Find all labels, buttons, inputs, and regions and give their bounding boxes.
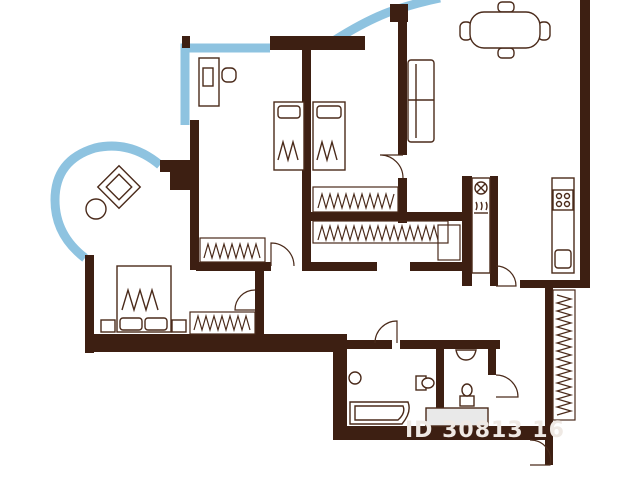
wardrobe-hall — [312, 220, 449, 244]
bathtub-icon — [349, 401, 410, 425]
door-bath — [374, 320, 398, 344]
door-round-room — [234, 289, 256, 311]
wall-bath-div2 — [488, 340, 496, 375]
wardrobes — [189, 186, 576, 421]
desk-icon — [198, 57, 220, 107]
nightstand — [171, 319, 187, 333]
wall-interior-h2 — [410, 262, 465, 271]
door-living — [379, 154, 404, 179]
door-left-bedroom — [270, 242, 295, 267]
wardrobe-round-room — [189, 311, 256, 335]
wall-bath-div — [436, 340, 444, 430]
nightstand — [100, 319, 116, 333]
bed-icon — [312, 101, 346, 171]
wall-interior-v1 — [302, 45, 311, 270]
wardrobe-left-bedroom — [199, 237, 266, 263]
wardrobe-hall-side — [437, 224, 461, 261]
bed-icon — [273, 101, 305, 171]
stove-icon — [552, 189, 574, 211]
armchair-icon — [96, 164, 142, 210]
wall-interior-v2 — [398, 20, 407, 155]
chair-icon — [497, 1, 515, 13]
dining-table-icon — [459, 1, 551, 59]
toilet-icon — [415, 375, 435, 391]
sink-icon — [455, 349, 477, 361]
fan-icon — [474, 181, 488, 195]
side-table — [85, 198, 107, 220]
wall-bath-top2 — [400, 340, 500, 349]
window-round-room — [50, 141, 163, 262]
furniture — [85, 1, 575, 427]
wardrobe-middle — [312, 186, 399, 213]
sink-icon — [348, 371, 362, 385]
wall-bottom-left — [85, 334, 347, 352]
chair-icon — [221, 67, 237, 83]
heater-icon — [474, 201, 488, 214]
wall-diag-join2 — [170, 170, 196, 190]
wall-right-step — [520, 280, 590, 288]
wall-diag-join — [160, 160, 196, 172]
wall-top-pillar — [390, 4, 408, 22]
wall-bath-top — [347, 340, 392, 349]
wardrobe-right — [552, 289, 576, 421]
wall-top-segment — [270, 36, 365, 50]
toilet-icon — [459, 383, 475, 407]
wall-right-outer — [580, 0, 590, 285]
sofa-icon — [407, 59, 435, 143]
wall-kitchen-col — [462, 176, 472, 286]
shower-tray — [425, 407, 489, 427]
door-wc — [495, 374, 519, 398]
door-kitchen — [495, 265, 517, 287]
wall-bottom-bath-left — [333, 343, 347, 440]
wall-kitchen-col2 — [490, 176, 498, 286]
chair-icon — [497, 47, 515, 59]
wall-interior-h3 — [196, 262, 271, 271]
wall-interior-h4 — [302, 212, 467, 221]
doors — [234, 154, 552, 466]
wall-bottom-bath — [333, 426, 553, 440]
wall-interior-v3 — [398, 178, 407, 223]
walls — [85, 0, 590, 465]
wall-round-right — [255, 262, 264, 334]
wall-interior-h1 — [302, 262, 377, 271]
wall-left-bedroom — [190, 120, 199, 270]
door-right-bottom — [529, 439, 552, 466]
sink-icon — [554, 249, 572, 269]
window-top-arc — [332, 0, 441, 44]
wall-right-lower — [545, 280, 553, 465]
wall-top-left — [182, 36, 190, 48]
watermark-text: ID 30813 16 — [405, 418, 565, 443]
window-left-bedroom — [180, 43, 270, 125]
wall-round-left — [85, 255, 94, 353]
bed-icon — [116, 265, 172, 333]
